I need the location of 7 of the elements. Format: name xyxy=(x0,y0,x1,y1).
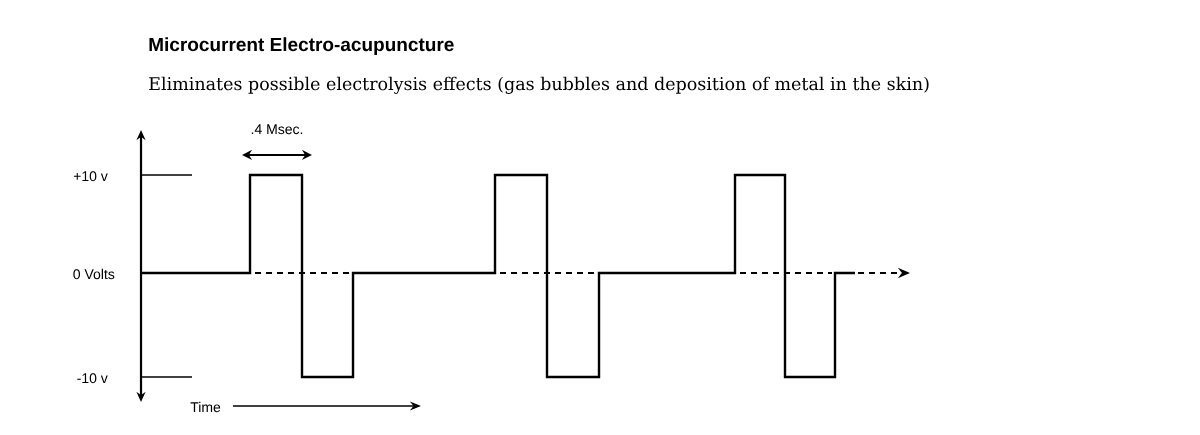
subtitle: Eliminates possible electrolysis effects (gas bubbles and deposition of metal in the skin) xyxy=(149,76,929,94)
axis-label: Time xyxy=(190,401,221,413)
axis-label: 0 Volts xyxy=(73,268,115,280)
title: Microcurrent Electro-acupuncture xyxy=(149,37,454,55)
axis-label: +10 v xyxy=(73,171,108,182)
dimension-label: .4 Msec. xyxy=(251,124,303,135)
axis-label: -10 v xyxy=(77,373,108,384)
